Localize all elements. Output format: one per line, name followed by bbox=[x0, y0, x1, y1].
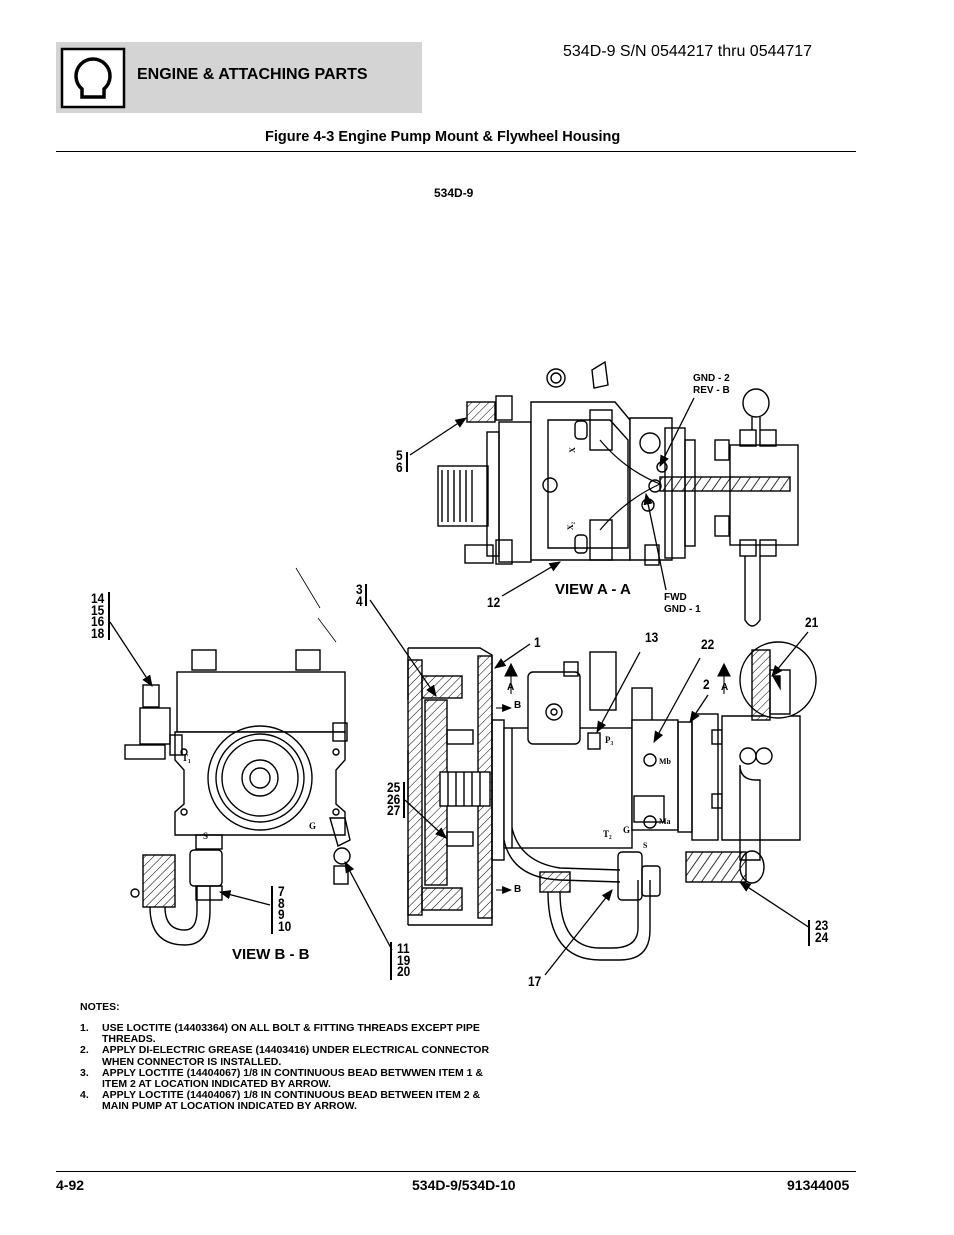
view-aa-label: VIEW A - A bbox=[555, 581, 631, 598]
detail-circle bbox=[739, 641, 817, 721]
note-text: APPLY LOCTITE (14404067) 1/8 IN CONTINUO… bbox=[102, 1066, 483, 1091]
port-t2-label: T₂ bbox=[603, 829, 612, 839]
port-mb-label: Mb bbox=[659, 757, 671, 766]
note-text: APPLY DI-ELECTRIC GREASE (14403416) UNDE… bbox=[102, 1044, 490, 1068]
footer-divider bbox=[56, 1171, 856, 1172]
view-aa-pump bbox=[437, 360, 799, 627]
callout-2: 2 bbox=[703, 676, 710, 692]
callout-22: 22 bbox=[701, 636, 715, 652]
notes-title: NOTES: bbox=[80, 1001, 120, 1013]
callout-5-6: 5 6 bbox=[396, 447, 403, 475]
section-b-bottom: B bbox=[514, 884, 522, 895]
note-number: 2. bbox=[80, 1044, 89, 1057]
section-markers bbox=[496, 662, 731, 894]
note-item: 3. APPLY LOCTITE (14404067) 1/8 IN CONTIN… bbox=[80, 1066, 500, 1091]
leader-lines bbox=[109, 397, 811, 976]
header-divider bbox=[56, 151, 856, 152]
port-x-label: X bbox=[567, 447, 577, 453]
engine-icon bbox=[60, 47, 126, 109]
fwd-gnd-label: FWD GND - 1 bbox=[664, 592, 701, 615]
callout-14-15-16-18: 14 15 16 18 bbox=[91, 590, 105, 641]
note-item: 2. APPLY DI-ELECTRIC GREASE (14403416) UN… bbox=[80, 1044, 500, 1068]
page-number: 4-92 bbox=[56, 1177, 85, 1193]
callout-1: 1 bbox=[534, 634, 541, 650]
notes-list: 1. USE LOCTITE (14403364) ON ALL BOLT & F… bbox=[80, 1022, 500, 1113]
note-item: 4. APPLY LOCTITE (14404067) 1/8 IN CONTIN… bbox=[80, 1089, 500, 1113]
port-ma-label: Ma bbox=[659, 817, 671, 826]
note-item: 1. USE LOCTITE (14403364) ON ALL BOLT & F… bbox=[80, 1022, 500, 1046]
view-bb-label: VIEW B - B bbox=[232, 946, 310, 963]
model-label: 534D-9 bbox=[434, 186, 474, 200]
section-a-right: A bbox=[721, 682, 729, 693]
port-g-left-label: G bbox=[309, 821, 317, 831]
callout-12: 12 bbox=[487, 594, 501, 610]
note-text: APPLY LOCTITE (14404067) 1/8 IN CONTINUO… bbox=[102, 1089, 481, 1113]
section-title: ENGINE & ATTACHING PARTS bbox=[137, 66, 368, 83]
port-t1-label: T₁ bbox=[182, 753, 191, 763]
serial-range: 534D-9 S/N 0544217 thru 0544717 bbox=[563, 43, 813, 60]
note-number: 1. bbox=[80, 1022, 89, 1034]
section-b-top: B bbox=[514, 700, 522, 711]
callout-bars bbox=[108, 452, 810, 980]
footer-model: 534D-9/534D-10 bbox=[412, 1177, 516, 1193]
port-s-right-label: S bbox=[643, 841, 648, 850]
callout-11-19-20: 11 19 20 bbox=[397, 940, 411, 979]
callout-7-8-9-10: 7 8 9 10 bbox=[278, 883, 292, 934]
gnd-rev-label: GND - 2 REV - B bbox=[693, 373, 730, 396]
callout-21: 21 bbox=[805, 614, 819, 630]
port-s-left-label: S bbox=[203, 831, 209, 841]
view-bb-pump bbox=[124, 567, 351, 946]
callout-17: 17 bbox=[528, 973, 542, 989]
port-g-right-label: G bbox=[623, 825, 631, 835]
figure-title: Figure 4-3 Engine Pump Mount & Flywheel … bbox=[265, 129, 621, 145]
callout-3-4: 3 4 bbox=[356, 581, 363, 609]
callout-23-24: 23 24 bbox=[815, 917, 829, 945]
flywheel-housing-section bbox=[407, 647, 493, 926]
port-x2-label: X₂ bbox=[566, 521, 576, 531]
document-number: 91344005 bbox=[787, 1177, 850, 1193]
port-p3-label: P₃ bbox=[605, 735, 614, 745]
note-number: 3. bbox=[80, 1066, 89, 1079]
section-a-left: A bbox=[507, 682, 515, 693]
note-number: 4. bbox=[80, 1089, 89, 1102]
main-pump-side-view bbox=[491, 651, 801, 961]
callout-25-26-27: 25 26 27 bbox=[387, 779, 401, 818]
callout-13: 13 bbox=[645, 629, 659, 645]
note-text: USE LOCTITE (14403364) ON ALL BOLT & FIT… bbox=[102, 1022, 480, 1046]
